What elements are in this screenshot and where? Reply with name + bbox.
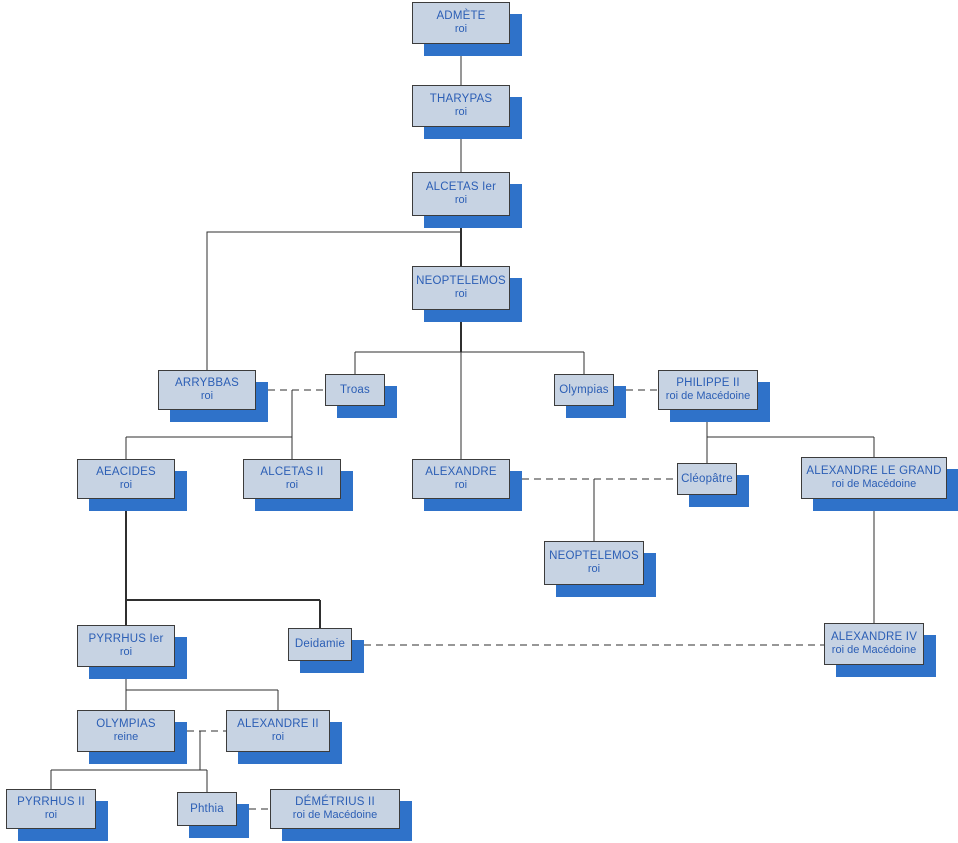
node-name: ARRYBBAS [174, 376, 240, 389]
node-name: Phthia [190, 802, 224, 815]
node-name: Cléopâtre [681, 472, 733, 485]
node-name: NEOPTELEMOS [416, 274, 506, 287]
node-name: Deidamie [294, 638, 346, 651]
node-title: roi [200, 390, 214, 403]
node-title: roi [454, 479, 468, 492]
link-alcetas1-arrybbas [206, 231, 461, 370]
node-title: roi de Macédoine [665, 390, 751, 403]
node-name: PHILIPPE II [676, 376, 740, 389]
node-title: roi [285, 479, 299, 492]
node-name: NEOPTELEMOS [549, 549, 639, 562]
node-title: roi de Macédoine [831, 644, 917, 657]
node-olympias1[interactable]: Olympias [554, 374, 614, 406]
node-title: roi [44, 809, 58, 822]
node-name: ALEXANDRE LE GRAND [806, 464, 942, 477]
node-name: ALEXANDRE IV [830, 630, 918, 643]
node-name: THARYPAS [429, 92, 493, 105]
node-name: ALCETAS Ier [425, 180, 497, 193]
node-phthia[interactable]: Phthia [177, 792, 237, 826]
link-philippe2-children [706, 410, 875, 463]
node-title: roi [454, 194, 468, 207]
link-aeacides-children [125, 499, 321, 628]
node-name: ALCETAS II [260, 465, 324, 478]
node-title: roi de Macédoine [831, 478, 917, 491]
node-name: AEACIDES [96, 465, 156, 478]
node-cleopatre[interactable]: Cléopâtre [677, 463, 737, 495]
node-name: ALEXANDRE [425, 465, 497, 478]
node-title: roi [454, 288, 468, 301]
link-olympias2-alexandre2-children [50, 731, 208, 792]
link-arrybbas-troas-children [125, 390, 293, 459]
node-name: DÉMÉTRIUS II [295, 795, 375, 808]
node-troas[interactable]: Troas [325, 374, 385, 406]
node-title: roi de Macédoine [292, 809, 378, 822]
node-name: OLYMPIAS [96, 717, 156, 730]
node-title: roi [587, 563, 601, 576]
node-name: Olympias [559, 383, 609, 396]
node-title: roi [454, 106, 468, 119]
link-neoptelemos1-troas [354, 351, 585, 374]
node-name: ALEXANDRE II [237, 717, 319, 730]
node-title: reine [113, 731, 139, 744]
node-title: roi [271, 731, 285, 744]
node-name: PYRRHUS Ier [88, 632, 164, 645]
node-title: roi [119, 479, 133, 492]
node-deidamie[interactable]: Deidamie [288, 628, 352, 661]
node-name: Troas [340, 383, 370, 396]
node-name: PYRRHUS II [17, 795, 85, 808]
node-name: ADMÈTE [436, 9, 486, 22]
node-title: roi [454, 23, 468, 36]
node-title: roi [119, 646, 133, 659]
